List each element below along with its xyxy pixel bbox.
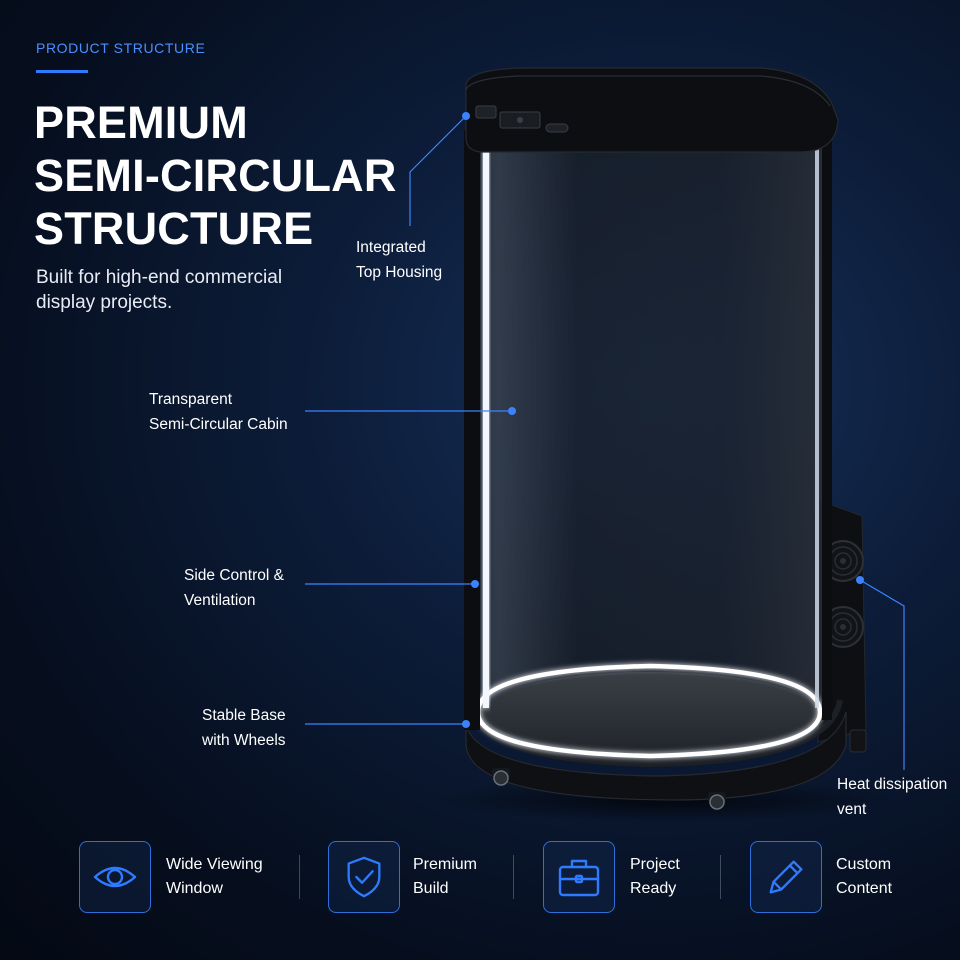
title-line: SEMI-CIRCULAR xyxy=(34,150,397,201)
vent-fan-lower xyxy=(822,606,864,648)
frame-post-left xyxy=(464,130,480,730)
feature-tile-project-ready xyxy=(543,841,615,913)
feature-label-project-ready: Project Ready xyxy=(630,853,680,901)
callout-dot-cabin xyxy=(508,407,516,415)
callout-line: with Wheels xyxy=(202,732,286,749)
speaker-slot xyxy=(475,105,497,119)
feature-label-line: Ready xyxy=(630,880,677,897)
front-wheel-right xyxy=(708,792,726,810)
page-title: PREMIUM SEMI-CIRCULAR STRUCTURE xyxy=(34,96,397,255)
base-body xyxy=(465,711,847,801)
subtitle: Built for high-end commercial display pr… xyxy=(36,265,282,315)
callout-top-housing: Integrated Top Housing xyxy=(356,235,442,285)
callout-line: Top Housing xyxy=(356,264,443,281)
top-housing xyxy=(465,67,839,153)
led-ring xyxy=(475,663,823,759)
feature-label-line: Premium xyxy=(413,856,478,873)
callout-base: Stable Base with Wheels xyxy=(202,703,286,753)
feature-divider xyxy=(299,855,300,899)
callout-cabin: Transparent Semi-Circular Cabin xyxy=(149,387,288,437)
feature-label-line: Content xyxy=(836,880,893,897)
callout-line: Side Control & xyxy=(184,567,284,584)
feature-tile-premium-build xyxy=(328,841,400,913)
cabin-floor xyxy=(482,672,818,752)
callout-line: Ventilation xyxy=(184,592,256,609)
feature-divider xyxy=(720,855,721,899)
callout-line: Heat dissipation xyxy=(837,776,948,793)
led-strip-right xyxy=(815,140,819,708)
glass-cabin xyxy=(470,135,830,762)
callout-dot-heat-vent xyxy=(856,576,864,584)
feature-tile-wide-viewing xyxy=(79,841,151,913)
feature-label-line: Custom xyxy=(836,856,892,873)
title-line: STRUCTURE xyxy=(34,203,314,254)
briefcase-icon xyxy=(558,859,600,897)
feature-label-line: Build xyxy=(413,880,449,897)
leader-line-top-housing xyxy=(409,115,467,226)
callout-line: Semi-Circular Cabin xyxy=(149,416,288,433)
callout-dot-base xyxy=(462,720,470,728)
callout-line: vent xyxy=(837,801,867,818)
eyebrow-label: PRODUCT STRUCTURE xyxy=(36,40,206,56)
feature-label-premium-build: Premium Build xyxy=(413,853,477,901)
callout-side-control: Side Control & Ventilation xyxy=(184,563,284,613)
shield-check-icon xyxy=(347,856,381,898)
feature-tile-custom-content xyxy=(750,841,822,913)
eyebrow-underline xyxy=(36,70,88,73)
callout-dot-top-housing xyxy=(462,112,470,120)
subtitle-line: Built for high-end commercial xyxy=(36,267,283,288)
leader-line-heat-vent xyxy=(859,579,905,770)
led-strip-left xyxy=(483,138,489,708)
feature-label-line: Project xyxy=(630,856,680,873)
title-line: PREMIUM xyxy=(34,97,248,148)
callout-line: Transparent xyxy=(149,391,232,408)
pencil-icon xyxy=(769,860,803,894)
feature-label-line: Window xyxy=(166,880,223,897)
feature-label-wide-viewing: Wide Viewing Window xyxy=(166,853,263,901)
front-wheel-left xyxy=(492,768,510,786)
sensor-slot xyxy=(545,123,569,133)
subtitle-line: display projects. xyxy=(36,292,173,313)
eye-icon xyxy=(93,866,137,888)
callout-dot-side-control xyxy=(471,580,479,588)
feature-divider xyxy=(513,855,514,899)
callout-line: Integrated xyxy=(356,239,426,256)
feature-label-custom-content: Custom Content xyxy=(836,853,892,901)
rear-wheel xyxy=(849,729,867,753)
feature-label-line: Wide Viewing xyxy=(166,856,263,873)
callout-heat-vent: Heat dissipation vent xyxy=(837,772,947,822)
frame-post-right xyxy=(822,130,832,720)
callout-line: Stable Base xyxy=(202,707,286,724)
